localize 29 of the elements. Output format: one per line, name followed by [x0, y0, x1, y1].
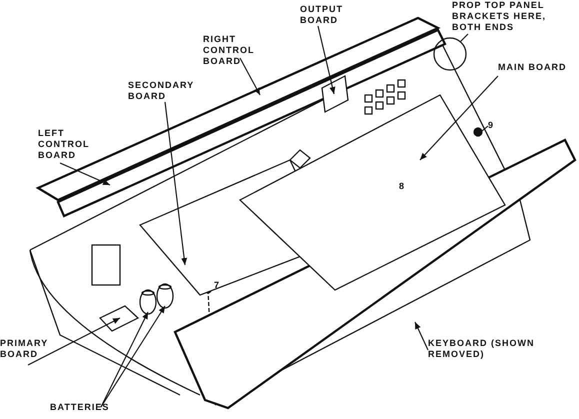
- leader-line: [100, 312, 148, 408]
- leader-line: [164, 102, 188, 266]
- battery: [139, 289, 157, 315]
- part-label: PROP TOP PANEL BRACKETS HERE, BOTH ENDS: [452, 0, 577, 33]
- part-label: LEFT CONTROL BOARD: [38, 128, 102, 161]
- leader-line: [482, 126, 488, 132]
- part-label: PRIMARY BOARD: [0, 338, 56, 360]
- part-label: MAIN BOARD: [498, 62, 576, 73]
- part-label: SECONDARY BOARD: [128, 80, 198, 102]
- part-label: KEYBOARD (SHOWN REMOVED): [428, 338, 538, 360]
- callout-number: 7: [214, 280, 220, 291]
- leader-line: [460, 34, 468, 42]
- leader-line: [100, 306, 166, 408]
- primary-board: [99, 305, 140, 332]
- leader-line: [28, 318, 120, 366]
- part-label: RIGHT CONTROL BOARD: [203, 34, 265, 67]
- leader-line: [317, 26, 336, 94]
- leader-line: [60, 162, 110, 186]
- screw: [473, 127, 483, 137]
- callout-number: 9: [488, 120, 500, 131]
- bracket-circle: [433, 37, 467, 71]
- battery: [156, 283, 174, 309]
- part-label: OUTPUT BOARD: [300, 4, 360, 26]
- callout-number: 8: [399, 181, 406, 192]
- leader-line: [414, 322, 428, 350]
- leader-line: [420, 76, 498, 160]
- output-board: [321, 75, 349, 113]
- leader-line: [240, 58, 260, 96]
- part-label: BATTERIES: [50, 402, 130, 413]
